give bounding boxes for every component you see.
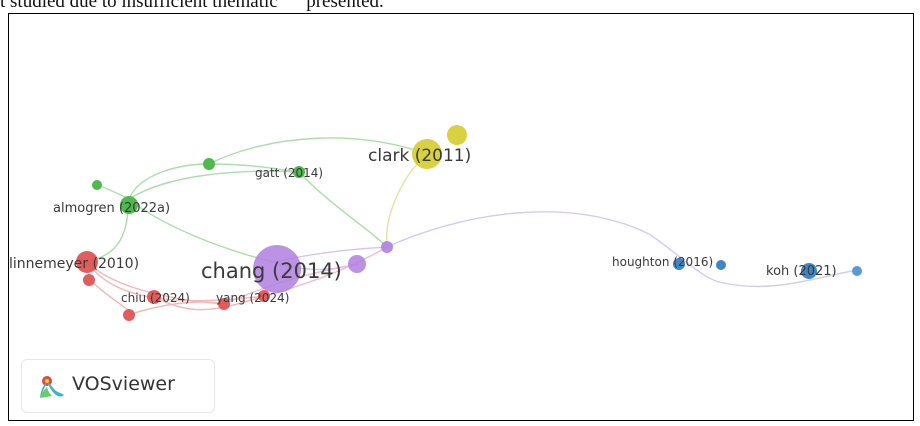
node-label: yang (2024)	[216, 291, 289, 305]
node-yang-2024[interactable]	[218, 298, 230, 310]
node-label: clark (2011)	[368, 146, 471, 166]
node-red-b[interactable]	[123, 309, 135, 321]
link	[208, 163, 300, 173]
node-green-b[interactable]	[92, 180, 102, 190]
link	[298, 171, 388, 248]
node-clark-2011[interactable]	[412, 139, 442, 169]
node-purple-small[interactable]	[348, 255, 366, 273]
vosviewer-logo-icon	[40, 376, 64, 398]
node-label: gatt (2014)	[255, 166, 323, 180]
node-houghton-2016[interactable]	[673, 258, 685, 270]
link	[128, 163, 210, 200]
node-chiu-2024[interactable]	[147, 290, 161, 304]
node-almogren-2022a[interactable]	[120, 196, 138, 214]
node-purple-hub[interactable]	[381, 241, 393, 253]
node-chang-2014[interactable]	[253, 245, 301, 293]
node-label: linnemeyer (2010)	[9, 256, 139, 272]
node-linnemeyer-2010[interactable]	[76, 251, 98, 273]
node-label: houghton (2016)	[612, 255, 713, 269]
network-frame: chang (2014) clark (2011) gatt (2014) al…	[8, 13, 914, 421]
link	[96, 184, 130, 200]
link	[128, 301, 225, 316]
node-koh-2021[interactable]	[801, 263, 817, 279]
node-label: chiu (2024)	[121, 291, 190, 305]
vosviewer-badge[interactable]: VOSviewer	[21, 359, 215, 413]
node-gatt-2014[interactable]	[293, 166, 305, 178]
node-label: chang (2014)	[201, 259, 342, 283]
vosviewer-label: VOSviewer	[72, 373, 175, 395]
node-red-c[interactable]	[258, 290, 270, 302]
node-yellow-small[interactable]	[447, 125, 467, 145]
link	[208, 137, 428, 165]
link	[128, 170, 300, 200]
node-label: koh (2021)	[766, 264, 837, 279]
node-label: almogren (2022a)	[53, 201, 170, 216]
node-red-a[interactable]	[83, 274, 95, 286]
node-green-a[interactable]	[203, 158, 215, 170]
network-visualization: chang (2014) clark (2011) gatt (2014) al…	[9, 125, 862, 321]
caption-text: t studied due to insufficient thematic p…	[0, 0, 384, 12]
node-blue-a[interactable]	[716, 260, 726, 270]
link	[128, 198, 275, 263]
link	[386, 211, 858, 288]
link	[86, 261, 265, 302]
link	[153, 295, 265, 311]
node-blue-b[interactable]	[852, 266, 862, 276]
